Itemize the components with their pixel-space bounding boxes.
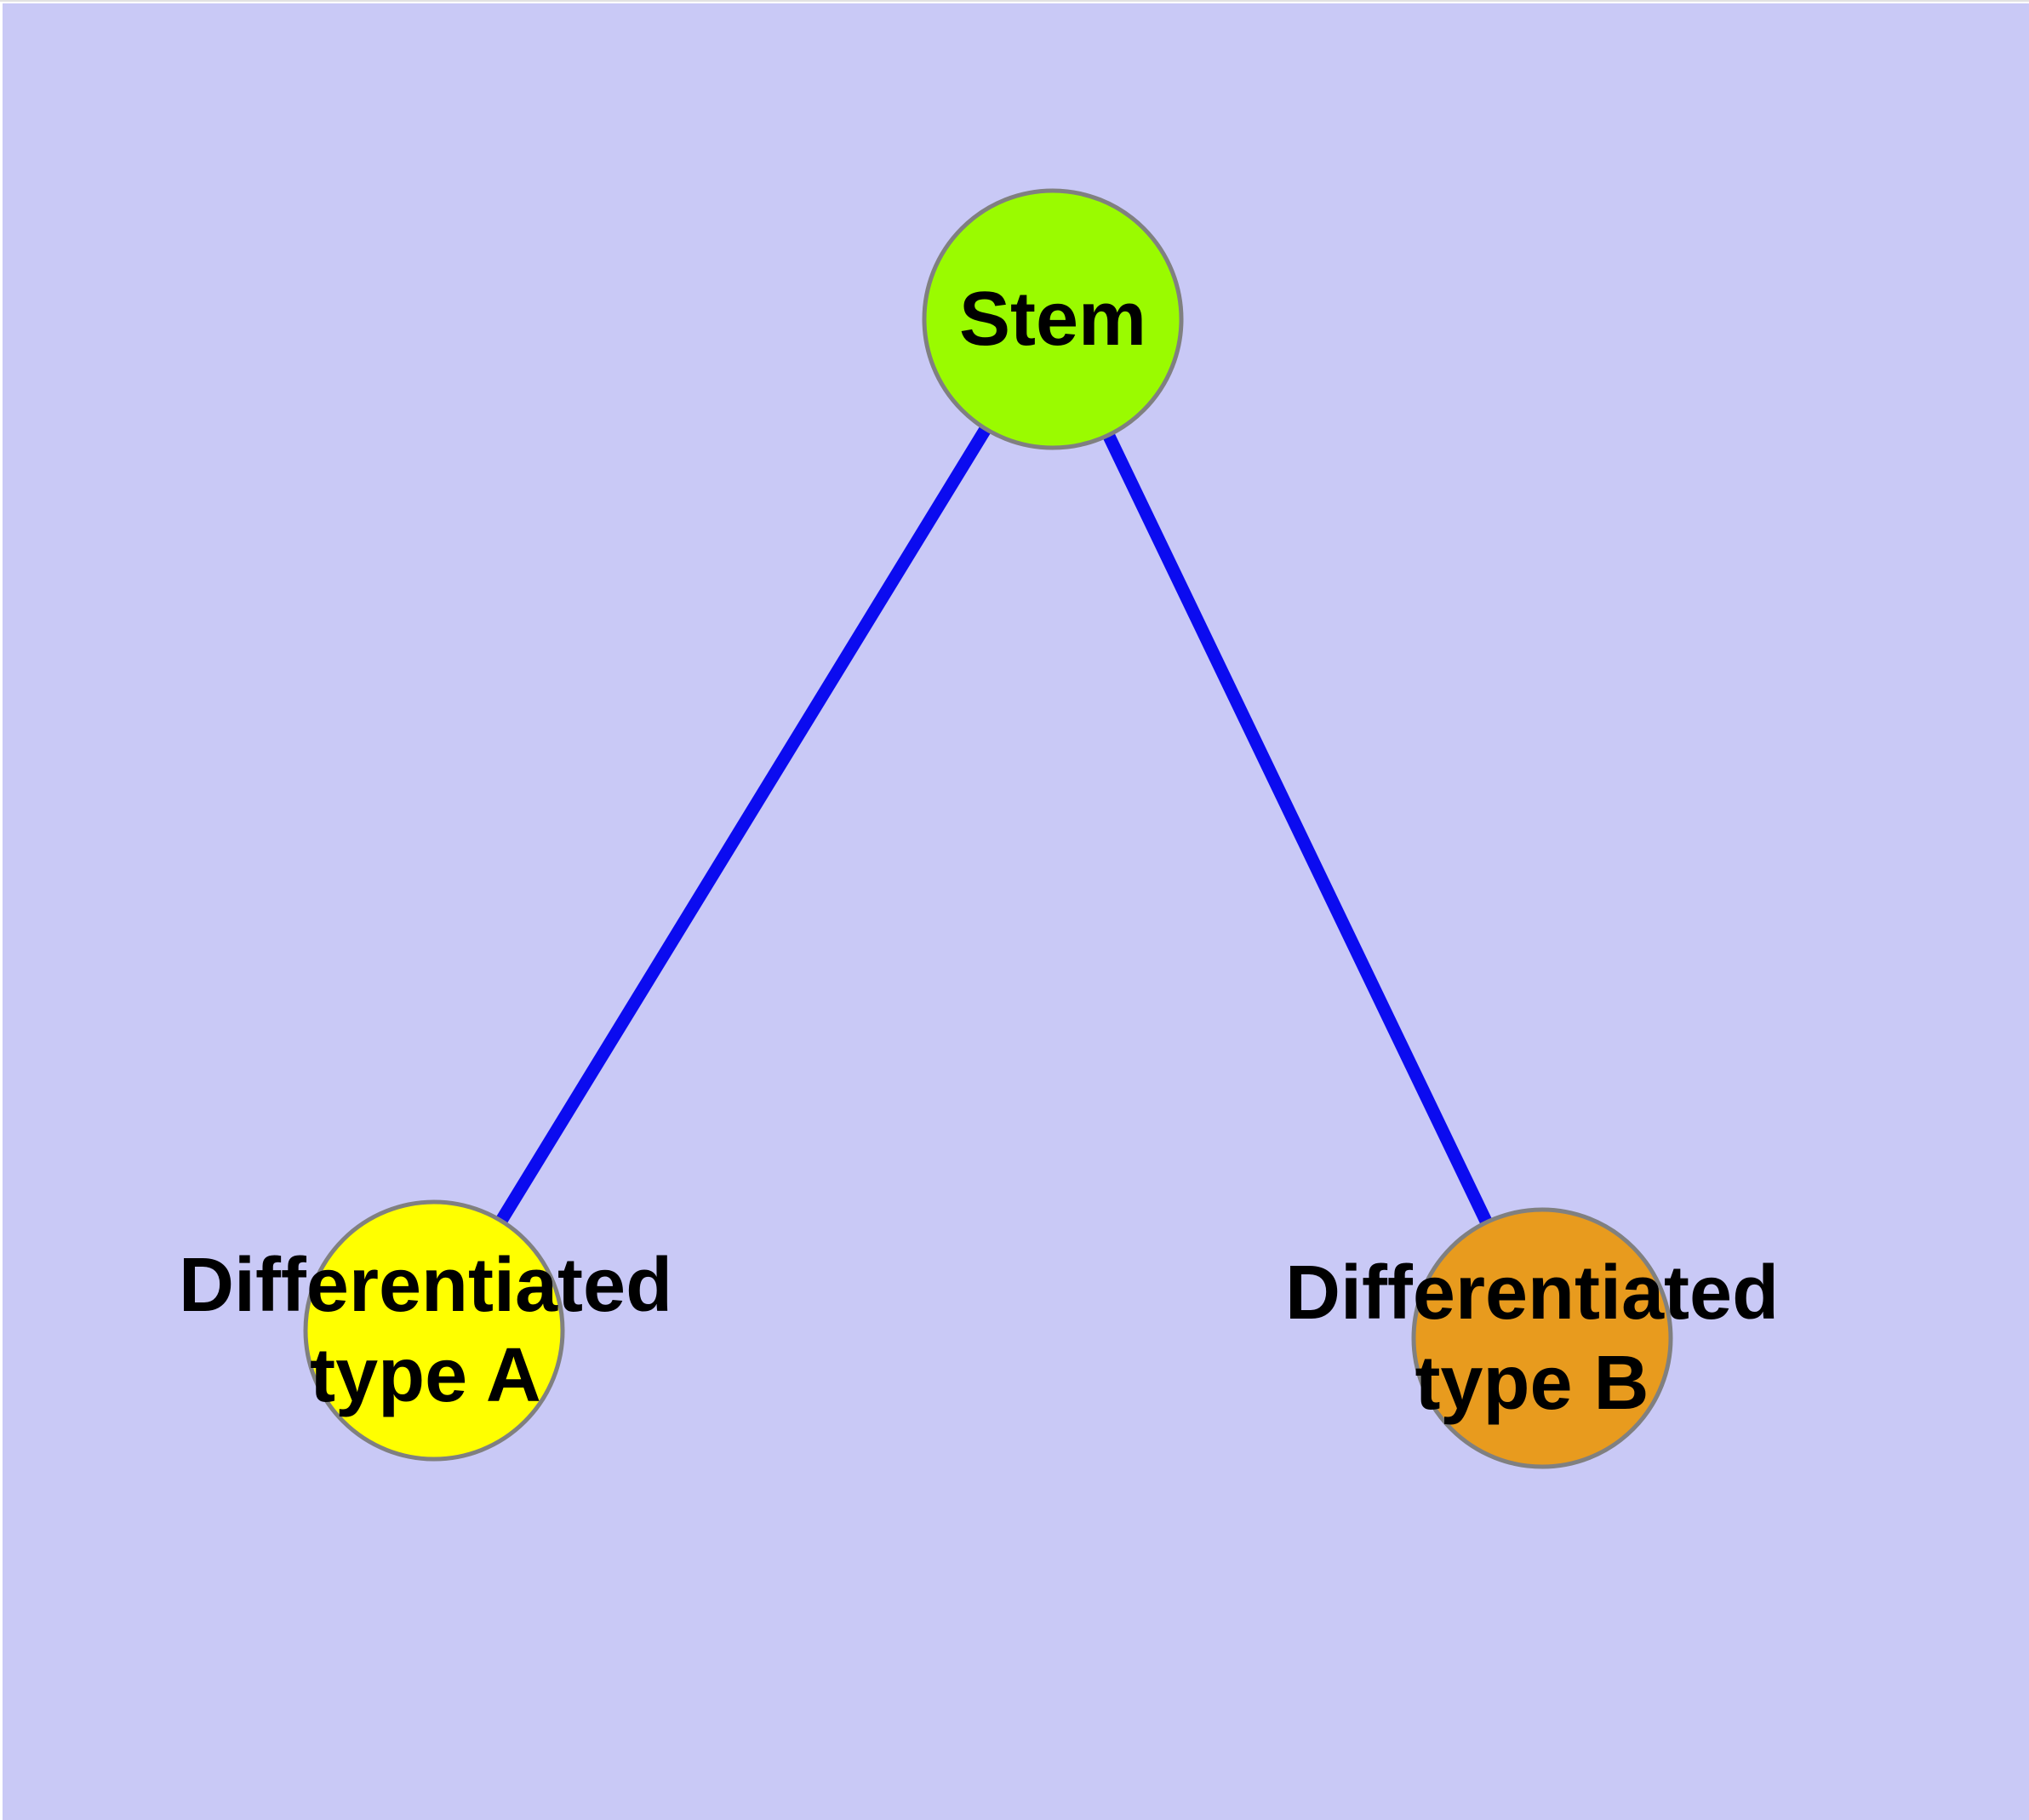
node-type-a-circle [303, 1199, 565, 1462]
top-edge-line [0, 0, 2029, 2]
node-type-b-circle [1411, 1207, 1673, 1469]
edge-stem-to-type-a [428, 316, 1059, 1334]
node-stem-label: Stem [958, 276, 1147, 362]
edge-stem-to-type-b [1047, 316, 1548, 1342]
node-type-b-label: Differentiated type B [1284, 1250, 1780, 1426]
node-stem-circle [922, 188, 1184, 450]
node-type-a-label: Differentiated type A [178, 1242, 673, 1418]
